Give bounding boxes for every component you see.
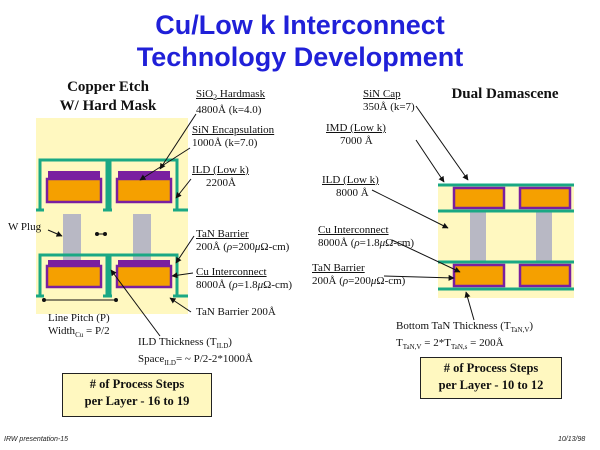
lower-dd-line-1: [452, 263, 506, 288]
bottom-tan-thickness-label: Bottom TaN Thickness (TTaN,V) TTaN,V = 2…: [396, 320, 534, 352]
left-steps-line-1: # of Process Steps: [89, 377, 185, 391]
upper-hardmask-1: [48, 171, 100, 178]
footer-date: 10/13/98: [558, 436, 586, 443]
w-plug-label: W Plug: [8, 221, 42, 233]
upper-cu-line-2: [115, 177, 173, 204]
lower-encap-1: [38, 253, 109, 296]
footer-left: IRW presentation-15: [4, 436, 69, 443]
w-plug-right: [133, 214, 151, 260]
imd-label: IMD (Low k) 7000 Å: [326, 122, 386, 147]
via-plug-left: [470, 210, 486, 263]
left-heading-line-1: Copper Etch: [67, 79, 149, 95]
upper-encap-2: [108, 158, 179, 210]
upper-dd-line-1: [452, 186, 506, 210]
left-cross-section: [36, 118, 188, 314]
left-heading-line-2: W/ Hard Mask: [59, 98, 157, 114]
right-steps-line-1: # of Process Steps: [443, 361, 539, 375]
left-process-steps-box: # of Process Steps per Layer - 16 to 19: [62, 373, 212, 417]
upper-dd-line-2: [518, 186, 572, 210]
via-plug-right: [536, 210, 552, 263]
right-leaders: [371, 105, 475, 321]
left-cu-interconnect-label: Cu Interconnect 8000Å (ρ=1.8μΩ-cm): [196, 266, 293, 291]
lower-dd-line-2: [518, 263, 572, 288]
right-steps-line-2: per Layer - 10 to 12: [438, 378, 544, 392]
left-heading: Copper Etch W/ Hard Mask: [46, 78, 170, 116]
title-line-1: Cu/Low k Interconnect: [155, 10, 445, 40]
title-line-2: Technology Development: [136, 42, 464, 72]
left-leaders: [47, 113, 197, 337]
left-ild-label: ILD (Low k) 2200Å: [192, 164, 249, 189]
right-cross-section: [438, 183, 574, 298]
right-cu-interconnect-label: Cu Interconnect 8000Å (ρ=1.8μΩ-cm): [318, 224, 415, 249]
upper-hardmask-2: [118, 171, 170, 178]
left-steps-line-2: per Layer - 16 to 19: [84, 394, 190, 408]
upper-cu-line-1: [45, 177, 103, 204]
right-ild-label: ILD (Low k) 8000 Å: [322, 174, 379, 199]
sin-cap-label: SiN Cap 350Å (k=7): [363, 88, 415, 113]
w-plug-left: [63, 214, 81, 260]
lower-hardmask-2: [118, 260, 170, 266]
right-process-steps-box: # of Process Steps per Layer - 10 to 12: [420, 357, 562, 399]
right-heading: Dual Damascene: [451, 86, 559, 102]
lower-cu-line-1: [45, 264, 103, 289]
hardmask-label: SiO2 Hardmask 4800Å (k=4.0): [196, 88, 266, 117]
lower-hardmask-1: [48, 260, 100, 266]
encapsulation-label: SiN Encapsulation 1000Å (k=7.0): [192, 124, 275, 149]
tan-barrier-bottom-label: TaN Barrier 200Å: [196, 306, 276, 318]
left-tan-barrier-label: TaN Barrier 200Å (ρ=200μΩ-cm): [196, 228, 290, 253]
right-tan-barrier-label: TaN Barrier 200Å (ρ=200μΩ-cm): [312, 262, 406, 287]
upper-encap-1: [38, 158, 109, 210]
line-pitch-label: Line Pitch (P) WidthCu = P/2: [48, 312, 110, 340]
ild-thickness-label: ILD Thickness (TILD) SpaceILD= ~ P/2-2*1…: [138, 336, 253, 368]
lower-cu-line-2: [115, 264, 173, 289]
